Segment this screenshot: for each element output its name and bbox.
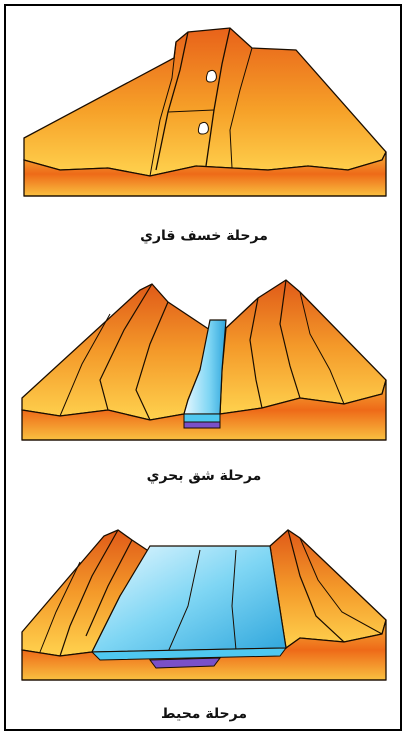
stage-ocean [0,516,408,696]
rock-right-block [270,530,386,648]
ocean-floor [150,658,220,668]
rock-right-block [220,280,386,414]
continental-rift-block [0,20,408,220]
caption-sea-rift: مرحلة شق بحري [0,468,408,484]
caption-continental-rift: مرحلة خسف قاري [0,228,408,244]
sea-rift-block [0,270,408,460]
sea-water-front [184,414,220,422]
water-drop-icon [206,70,216,82]
rock-top-surface [24,28,386,176]
caption-ocean: مرحلة محيط [0,706,408,722]
stage-continental-rift [0,20,408,220]
sea-floor [184,422,220,428]
rock-left-block [22,284,210,420]
water-drop-icon [198,122,208,134]
ocean-block [0,516,408,696]
stage-sea-rift [0,270,408,460]
